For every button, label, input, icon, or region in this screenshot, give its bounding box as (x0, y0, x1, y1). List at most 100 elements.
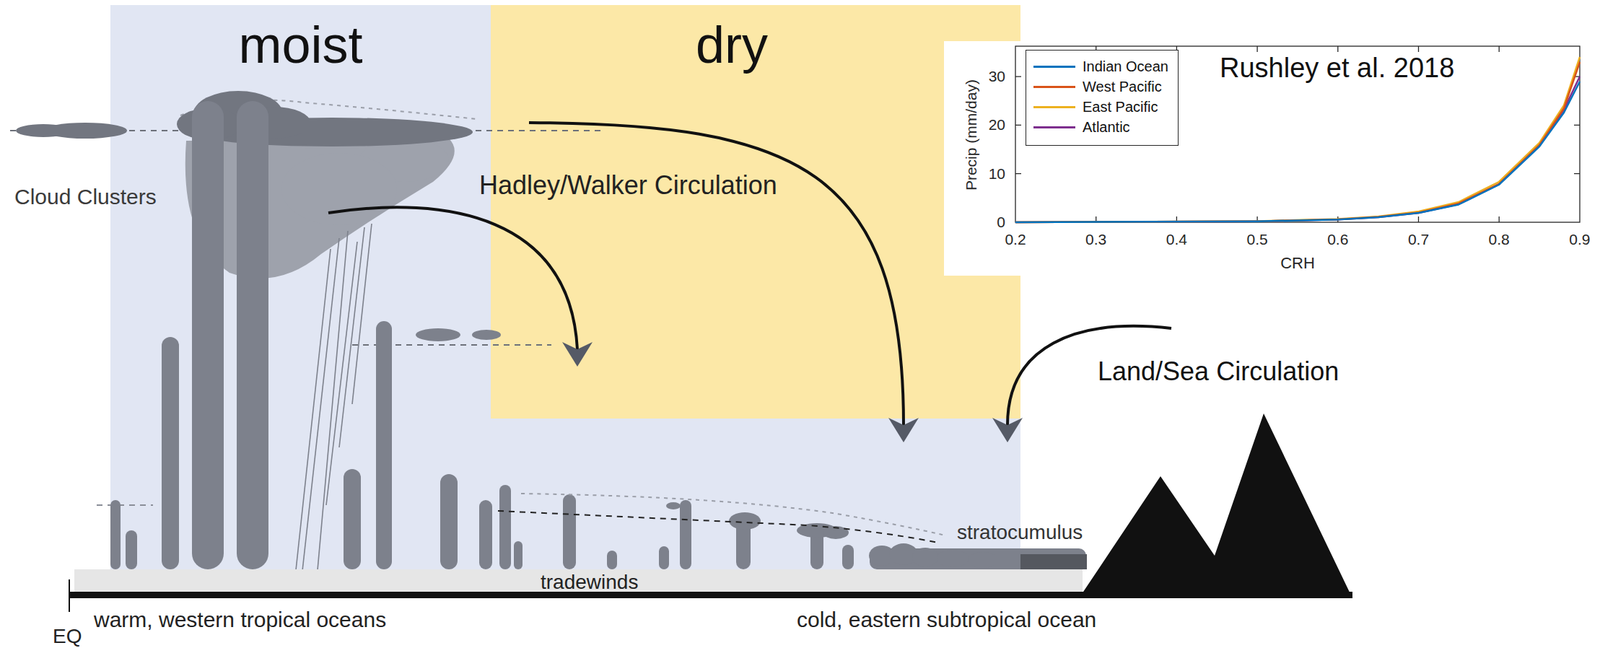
label-holder: 0.5 (1246, 230, 1268, 249)
tick-label: 0.8 (1488, 230, 1510, 249)
cloud-type-label: stratocumulus (956, 521, 1083, 545)
tick-label: 20 (988, 116, 1006, 134)
tick-label: 0.7 (1408, 230, 1429, 249)
label-holder: 10 (988, 165, 1006, 183)
citation-label: Rushley et al. 2018 (1219, 52, 1455, 85)
stratocumulus-deck (1020, 554, 1087, 570)
ocean-label: warm, western tropical oceans (93, 607, 387, 633)
region-heading: moist (238, 15, 363, 76)
axis-title: CRH (1280, 254, 1315, 273)
tick-label: 0.3 (1085, 230, 1107, 249)
cumulus-towers (376, 321, 392, 570)
cumulus-towers (343, 469, 361, 570)
label-holder: Cloud Clusters (14, 184, 157, 211)
tick-label: 0.6 (1327, 230, 1349, 249)
legend-holder: Atlantic (1082, 119, 1131, 136)
legend-holder: West Pacific (1082, 78, 1162, 96)
cumulus-towers (479, 500, 493, 570)
inset-chart (943, 41, 1600, 276)
ocean-surface (68, 579, 71, 612)
label-holder: cold, eastern subtropical ocean (796, 607, 1097, 633)
legend-text: Atlantic (1082, 119, 1131, 136)
legend-swatch (1033, 126, 1076, 129)
legend-text: East Pacific (1082, 98, 1158, 116)
boundary-layer-lines (497, 510, 939, 543)
label-holder: 0.9 (1568, 230, 1590, 249)
label-holder: 0.8 (1488, 230, 1510, 249)
anvil-cloud (281, 152, 397, 226)
upper-dashed-lines (10, 100, 602, 506)
inset-chart (1015, 46, 1580, 223)
circulation-arrows (562, 342, 593, 367)
label-holder: 0 (996, 213, 1006, 231)
label-holder: EQ (52, 624, 82, 648)
cumulus-towers (513, 541, 523, 570)
legend-swatch (1033, 106, 1076, 109)
cumulus-towers (415, 328, 461, 342)
legend-text: Indian Ocean (1082, 58, 1169, 76)
ocean-label: cold, eastern subtropical ocean (796, 607, 1097, 633)
label-holder: Hadley/Walker Circulation (479, 170, 778, 200)
cumulus-towers (666, 502, 681, 510)
cumulus-towers (125, 530, 138, 570)
legend-holder: East Pacific (1082, 98, 1158, 116)
tick-label: 0.4 (1166, 230, 1188, 249)
cumulus-towers (679, 500, 692, 570)
label-holder: CRH (1280, 254, 1315, 273)
circulation-arrows (888, 417, 919, 443)
cumulus-towers (499, 484, 511, 570)
annotation-label: Cloud Clusters (14, 184, 157, 211)
label-holder: 0.4 (1166, 230, 1188, 249)
cumulus-towers (728, 512, 761, 530)
inset-chart (1015, 46, 1580, 223)
equator-label: EQ (52, 624, 82, 648)
tick-label: 0.2 (1004, 230, 1026, 249)
wind-label: tradewinds (540, 570, 638, 594)
label-holder: Land/Sea Circulation (1097, 356, 1339, 387)
stratocumulus-deck (968, 552, 998, 568)
cumulus-towers (562, 494, 576, 570)
cumulus-towers (842, 544, 854, 570)
circulation-label: Hadley/Walker Circulation (479, 170, 778, 200)
legend-text: West Pacific (1082, 78, 1162, 96)
tick-label: 0.9 (1568, 230, 1590, 249)
dry-region: dry (490, 5, 1021, 419)
label-holder: warm, western tropical oceans (93, 607, 387, 633)
legend-swatch (1033, 85, 1076, 89)
heading-holder: moist (110, 15, 491, 76)
cumulus-towers (606, 550, 618, 570)
circulation-arrows (328, 207, 578, 350)
cumulus-towers (440, 474, 458, 570)
cumulus-towers (110, 101, 854, 570)
circulation-label: Land/Sea Circulation (1097, 356, 1339, 387)
cumulus-towers (471, 329, 501, 340)
cumulus-towers (658, 546, 670, 570)
circulation-arrows (529, 122, 904, 426)
label-holder: 0.3 (1085, 230, 1107, 249)
label-holder: 0.7 (1408, 230, 1429, 249)
label-holder: Rushley et al. 2018 (1219, 52, 1455, 85)
rain-streaks (317, 230, 348, 571)
tick-label: 30 (988, 67, 1006, 86)
label-holder: Precip (mm/day) (962, 79, 981, 191)
inset-chart (1015, 81, 1580, 223)
tick-label: 0.5 (1246, 230, 1268, 249)
cumulus-towers (236, 101, 269, 570)
label-holder: 0.6 (1327, 230, 1349, 249)
inset-chart (1015, 76, 1022, 174)
tick-label: 0 (996, 213, 1006, 231)
cumulus-towers (161, 337, 179, 570)
circulation-arrows (992, 417, 1023, 443)
stratocumulus-deck (936, 549, 969, 568)
heading-holder: dry (490, 15, 973, 76)
label-holder: stratocumulus (956, 521, 1083, 545)
legend-holder: Indian Ocean (1082, 58, 1169, 76)
legend-swatch (1033, 65, 1076, 68)
rain-streaks (339, 227, 365, 448)
label-holder: 20 (988, 116, 1006, 134)
rain-streaks (352, 223, 372, 405)
upper-dashed-lines (96, 504, 153, 506)
